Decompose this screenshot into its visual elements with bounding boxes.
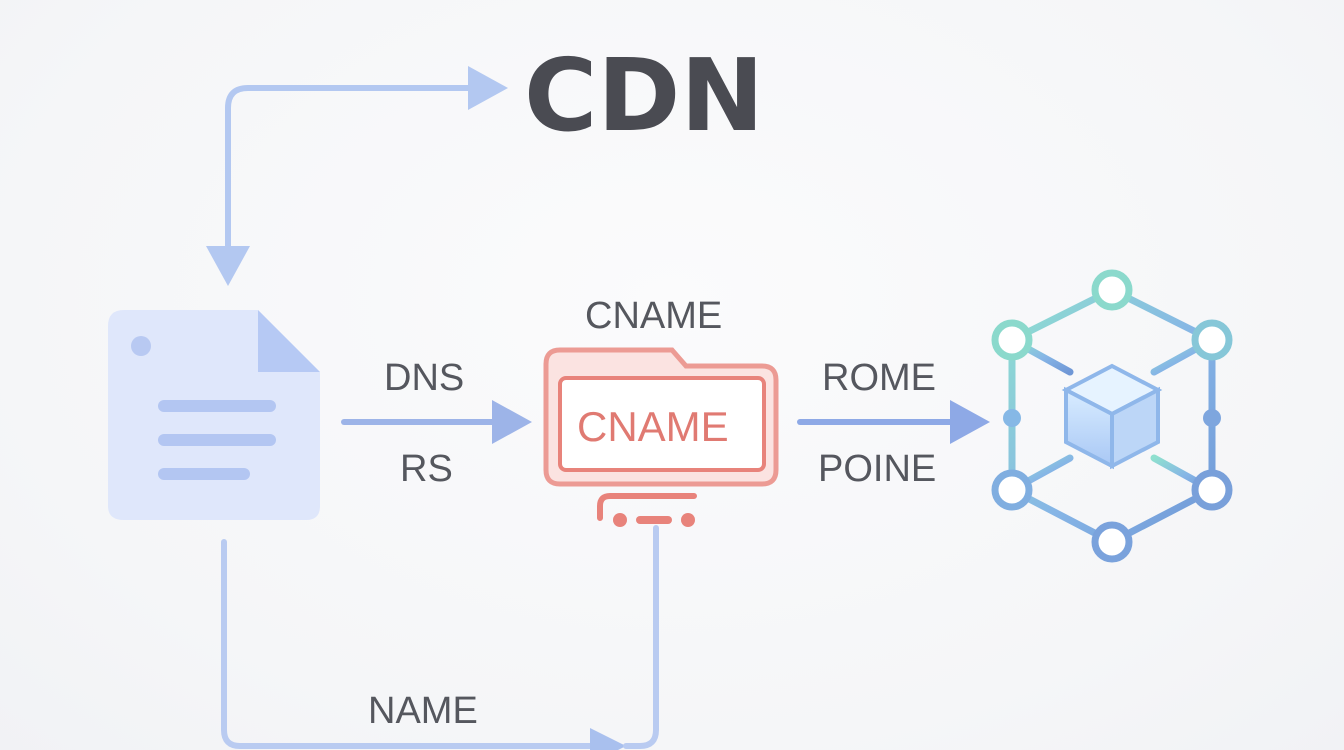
arrow-dns-to-cname [341,400,532,444]
arrow-document-to-cdn [206,66,508,286]
label-dns: DNS [384,357,464,399]
arrowhead-right-icon [468,66,508,110]
network-cube-icon [991,269,1233,563]
cname-box-label: CNAME [577,403,729,450]
label-name: NAME [368,690,478,732]
diagram-title: CDN [524,37,764,154]
label-rome: ROME [822,357,936,399]
server-box-icon [543,347,779,527]
label-poine: POINE [818,448,936,490]
document-icon [108,310,320,520]
arrow-bottom-loop [221,525,659,750]
label-rs: RS [400,448,453,490]
arrowhead-right-icon [950,400,990,444]
arrow-cname-to-network [797,400,990,444]
arrowhead-right-icon [590,728,626,750]
arrowhead-right-icon [492,400,532,444]
label-cname-top: CNAME [585,295,722,337]
arrowhead-down-icon [206,246,250,286]
